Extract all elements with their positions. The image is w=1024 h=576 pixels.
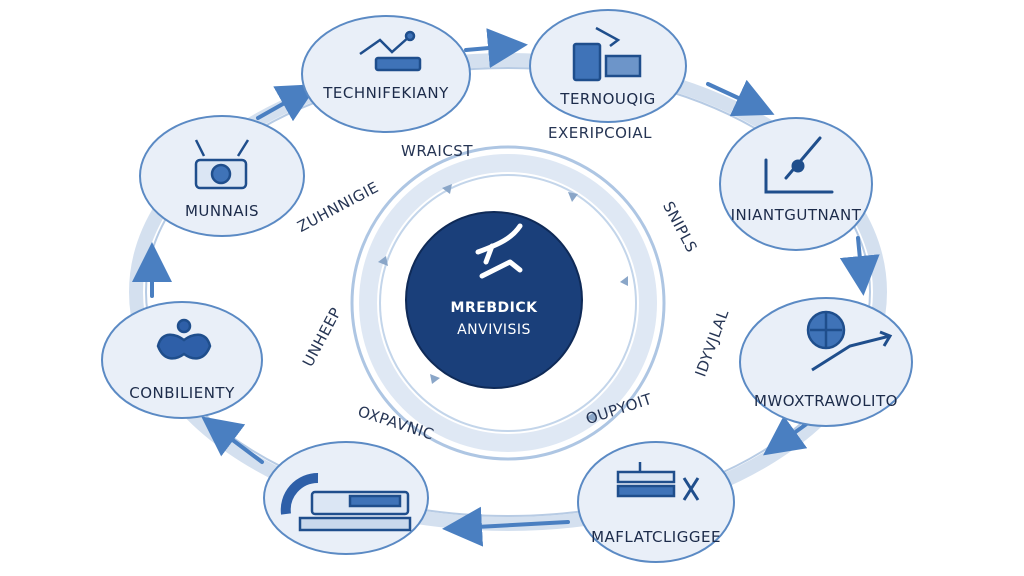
- hub-circle: [405, 211, 583, 389]
- ring-label: EXERIPCOIAL: [548, 124, 652, 142]
- robot-hand-icon: [359, 30, 422, 72]
- node-label: TERNOUQIG: [560, 90, 656, 108]
- human-figure-icon: [156, 318, 212, 360]
- inner-arrow: [430, 374, 440, 384]
- inner-arrow: [378, 256, 388, 266]
- node-gauge-device: [263, 441, 429, 555]
- node-label: INIANTGUTNANT: [730, 206, 862, 224]
- cycle-arrow: [706, 79, 775, 117]
- node-label: MWOXTRAWOLITO: [754, 392, 898, 410]
- inner-ring-band: [359, 154, 657, 452]
- pen-tablet-icon: [764, 136, 834, 194]
- node-mwoxtrawolito: [739, 297, 913, 427]
- node-label: MAFLATCLIGGEE: [591, 528, 721, 546]
- gauge-device-icon: [280, 472, 412, 532]
- cycle-arrow: [839, 236, 880, 296]
- machine-tools-icon: [572, 26, 642, 82]
- node-munnais: [139, 115, 305, 237]
- node-conbilienty: [101, 301, 263, 419]
- hub-icon: [475, 223, 523, 279]
- node-label: TECHNIFEKIANY: [323, 84, 449, 102]
- node-bubble: [101, 301, 263, 419]
- cog-device-icon: [194, 139, 250, 190]
- cycle-arrow: [201, 416, 264, 464]
- inner-arrow: [568, 192, 578, 202]
- node-iniantgutnant: [719, 117, 873, 251]
- node-ternouqig: [529, 9, 687, 123]
- inner-arrows: [378, 184, 628, 422]
- node-label: MUNNAIS: [184, 202, 260, 220]
- document-stack-icon: [616, 462, 700, 501]
- node-bubble: [719, 117, 873, 251]
- node-label: CONBILIENTY: [129, 384, 235, 402]
- cycle-arrow: [442, 506, 570, 547]
- globe-growth-icon: [806, 310, 893, 372]
- node-bubble: [301, 15, 471, 133]
- hub-title: MREBDICK: [450, 300, 538, 316]
- cycle-arrow: [464, 28, 528, 69]
- cycle-arrows: [132, 28, 880, 547]
- hub-subtitle: ANVIVISIS: [457, 322, 531, 338]
- inner-ring-line: [379, 174, 637, 432]
- cycle-arrow: [256, 84, 318, 122]
- ring-label: WRAICST: [401, 142, 473, 160]
- inner-arrow: [620, 276, 628, 286]
- node-technifekiany: [301, 15, 471, 133]
- node-maflatcligee: [577, 441, 735, 563]
- inner-arrow: [442, 184, 452, 194]
- inner-arrow: [586, 412, 596, 422]
